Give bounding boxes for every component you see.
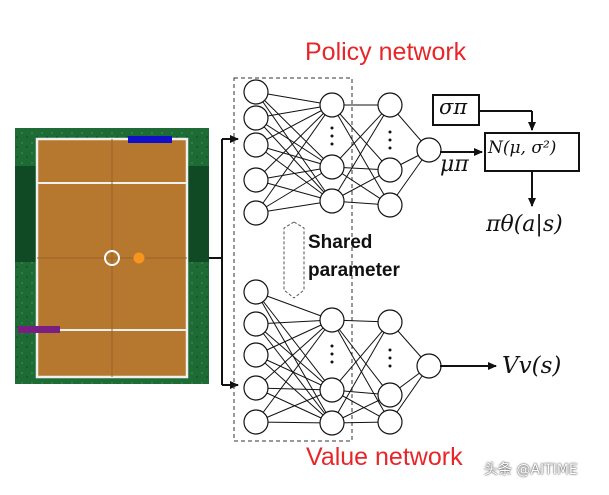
policy-edge bbox=[255, 104, 333, 146]
policy-node-l3-n0 bbox=[416, 137, 442, 163]
value-edge bbox=[255, 323, 333, 424]
shared-label-line2: parameter bbox=[308, 260, 400, 281]
goal-blue bbox=[128, 136, 172, 143]
value-edge bbox=[255, 291, 333, 391]
network-edges bbox=[255, 91, 430, 424]
shared-parameter-indicator bbox=[283, 221, 305, 299]
sigma-box bbox=[432, 94, 480, 126]
input-arrows bbox=[209, 135, 239, 389]
ellipsis-marks bbox=[330, 126, 392, 368]
value-edge bbox=[255, 319, 333, 423]
mu-pi-label: μπ bbox=[440, 152, 469, 177]
policy-output-label: πθ(a|s) bbox=[486, 212, 563, 237]
policy-node-l0-n2 bbox=[243, 132, 269, 158]
value-edge bbox=[331, 321, 391, 391]
policy-edge bbox=[255, 91, 333, 106]
value-node-l0-n0 bbox=[243, 279, 269, 305]
value-node-l2-n2 bbox=[377, 409, 403, 435]
policy-node-l0-n0 bbox=[243, 79, 269, 105]
policy-node-l2-n0 bbox=[377, 92, 403, 118]
soccer-field-image bbox=[15, 128, 209, 384]
policy-edge bbox=[255, 200, 333, 214]
value-node-l1-n2 bbox=[319, 410, 345, 436]
policy-node-l1-n2 bbox=[319, 188, 345, 214]
value-edge bbox=[255, 319, 333, 356]
policy-node-l2-n1 bbox=[377, 157, 403, 183]
policy-edge bbox=[255, 166, 333, 181]
value-edge bbox=[255, 389, 333, 423]
value-node-l0-n4 bbox=[243, 409, 269, 435]
grass-shade-left bbox=[15, 166, 37, 262]
value-edge bbox=[255, 319, 333, 389]
value-node-l2-n0 bbox=[377, 309, 403, 335]
grass-shade-right bbox=[187, 166, 209, 262]
value-node-l0-n3 bbox=[243, 375, 269, 401]
policy-node-l0-n1 bbox=[243, 105, 269, 131]
policy-edge bbox=[255, 104, 333, 214]
policy-node-l1-n0 bbox=[319, 92, 345, 118]
policy-node-l0-n4 bbox=[243, 200, 269, 226]
value-output-label: Vv(s) bbox=[502, 353, 562, 379]
sigma-pi-label: σπ bbox=[439, 95, 468, 119]
network-nodes bbox=[243, 79, 442, 436]
policy-edge bbox=[255, 144, 333, 168]
value-edge bbox=[255, 421, 333, 424]
value-edge bbox=[255, 319, 333, 325]
policy-edge bbox=[255, 91, 333, 168]
watermark: 头条 @AITIME bbox=[484, 462, 578, 478]
value-edge bbox=[331, 319, 391, 423]
value-edge bbox=[255, 387, 333, 391]
value-edge bbox=[255, 291, 333, 321]
normal-distribution-box bbox=[484, 132, 580, 172]
value-edge bbox=[331, 321, 391, 424]
value-node-l0-n1 bbox=[243, 311, 269, 337]
policy-edge bbox=[255, 104, 333, 181]
player-marker bbox=[104, 250, 120, 266]
goal-purple bbox=[18, 326, 60, 333]
value-node-l3-n0 bbox=[416, 353, 442, 379]
policy-node-l1-n1 bbox=[319, 154, 345, 180]
policy-edge bbox=[331, 104, 391, 206]
value-node-l1-n1 bbox=[319, 377, 345, 403]
value-edge bbox=[255, 354, 333, 391]
policy-edge bbox=[331, 104, 391, 171]
policy-node-l0-n3 bbox=[243, 167, 269, 193]
ball bbox=[133, 252, 145, 264]
value-node-l1-n0 bbox=[319, 307, 345, 333]
value-node-l0-n2 bbox=[243, 342, 269, 368]
policy-network-title: Policy network bbox=[305, 38, 467, 66]
value-edge bbox=[255, 323, 333, 391]
policy-edge bbox=[331, 104, 391, 168]
value-node-l2-n1 bbox=[377, 382, 403, 408]
policy-output-arrows bbox=[440, 110, 536, 370]
value-edge bbox=[331, 319, 391, 396]
normal-distribution-label: N(μ, σ²) bbox=[488, 138, 557, 158]
policy-node-l2-n2 bbox=[377, 192, 403, 218]
shared-label-line1: Shared bbox=[308, 232, 373, 253]
shared-layers-box bbox=[233, 77, 353, 442]
policy-edge bbox=[255, 104, 333, 119]
policy-edge bbox=[331, 104, 391, 202]
value-network-title: Value network bbox=[306, 443, 463, 471]
policy-edge bbox=[255, 91, 333, 202]
policy-edge bbox=[255, 166, 333, 214]
